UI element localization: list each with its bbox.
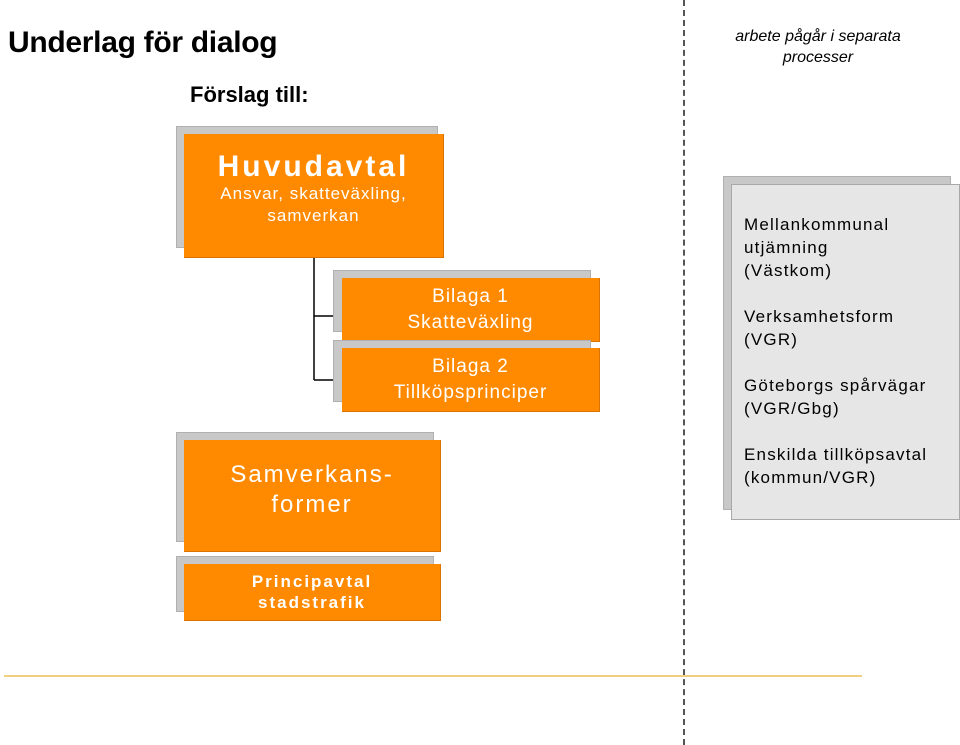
process-note-line-1: arbete pågår i separata <box>735 28 901 45</box>
huvudavtal-title: Huvudavtal <box>217 149 410 183</box>
process-item-vastkom: Mellankommunal utjämning (Västkom) <box>744 215 890 280</box>
principavtal-box: Principavtal stadstrafik <box>176 556 441 621</box>
vertical-divider <box>683 0 685 745</box>
samverkansformer-line-1: Samverkans- <box>230 460 394 488</box>
principavtal-line-1: Principavtal <box>251 572 373 591</box>
process-item-gbg: Göteborgs spårvägar (VGR/Gbg) <box>744 376 927 418</box>
principavtal-line-2: stadstrafik <box>258 593 366 612</box>
samverkansformer-line-2: former <box>271 490 353 518</box>
processes-panel: Mellankommunal utjämning (Västkom) Verks… <box>723 176 960 520</box>
page-title: Underlag för dialog <box>8 26 278 59</box>
page-subtitle: Förslag till: <box>190 82 309 107</box>
process-item-vgr: Verksamhetsform (VGR) <box>744 307 895 349</box>
process-note-line-2: processer <box>782 49 854 66</box>
bilaga2-line-2: Tillköpsprinciper <box>393 381 548 403</box>
huvudavtal-box: Huvudavtal Ansvar, skatteväxling, samver… <box>176 126 444 258</box>
bilaga1-line-2: Skatteväxling <box>407 311 534 333</box>
bilaga1-box: Bilaga 1 Skatteväxling <box>333 270 600 342</box>
footer-rule <box>4 675 862 677</box>
bilaga2-line-1: Bilaga 2 <box>432 355 509 377</box>
bilaga2-box: Bilaga 2 Tillköpsprinciper <box>333 340 600 412</box>
samverkansformer-box: Samverkans- former <box>176 432 441 552</box>
huvudavtal-line-2: samverkan <box>267 205 360 225</box>
bilaga1-line-1: Bilaga 1 <box>432 285 509 307</box>
process-item-tillkop: Enskilda tillköpsavtal (kommun/VGR) <box>744 445 928 487</box>
process-note: arbete pågår i separata processer <box>718 26 918 68</box>
huvudavtal-line-1: Ansvar, skatteväxling, <box>220 183 407 203</box>
